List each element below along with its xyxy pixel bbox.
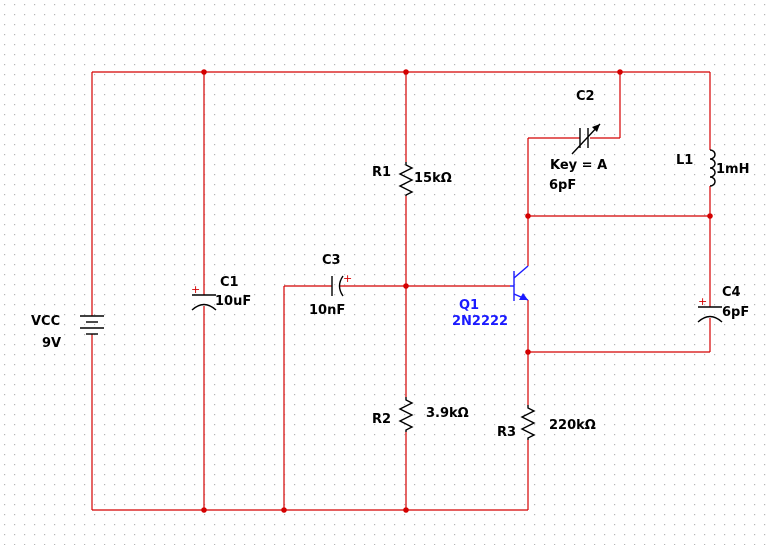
c2-label: C2: [576, 89, 595, 104]
c4-polarity-mark: +: [698, 295, 707, 308]
r2-value: 3.9kΩ: [426, 406, 469, 421]
q1-label: Q1: [459, 298, 479, 313]
junction-nodes: [201, 69, 713, 513]
transistor-q1-symbol: [510, 265, 529, 301]
capacitor-c4-symbol: [697, 306, 723, 323]
r3-value: 220kΩ: [549, 418, 596, 433]
c4-value: 6pF: [722, 305, 749, 320]
c3-polarity-mark: +: [343, 272, 352, 285]
wires: [91, 71, 711, 511]
resistor-r2-symbol: [398, 397, 414, 432]
capacitor-c1-symbol: [191, 294, 217, 311]
c1-label: C1: [220, 275, 239, 290]
capacitor-c3-symbol: [331, 275, 344, 297]
q1-value: 2N2222: [452, 314, 508, 329]
c1-value: 10uF: [215, 294, 251, 309]
r2-label: R2: [372, 412, 391, 427]
battery-vcc-symbol: [80, 315, 104, 335]
c3-value: 10nF: [309, 303, 345, 318]
l1-label: L1: [676, 153, 693, 168]
l1-value: 1mH: [716, 162, 749, 177]
r1-value: 15kΩ: [414, 171, 452, 186]
inductor-l1-symbol: [709, 149, 716, 187]
vcc-label: VCC: [31, 314, 60, 329]
variable-capacitor-c2-symbol: [571, 123, 601, 155]
c2-value: 6pF: [549, 178, 576, 193]
resistor-r3-symbol: [520, 405, 536, 440]
vcc-value: 9V: [42, 336, 61, 351]
r3-label: R3: [497, 425, 516, 440]
c4-label: C4: [722, 285, 741, 300]
c3-label: C3: [322, 253, 341, 268]
c1-polarity-mark: +: [191, 283, 200, 296]
r1-label: R1: [372, 165, 391, 180]
c2-key-label: Key = A: [550, 158, 607, 173]
resistor-r1-symbol: [398, 162, 414, 196]
